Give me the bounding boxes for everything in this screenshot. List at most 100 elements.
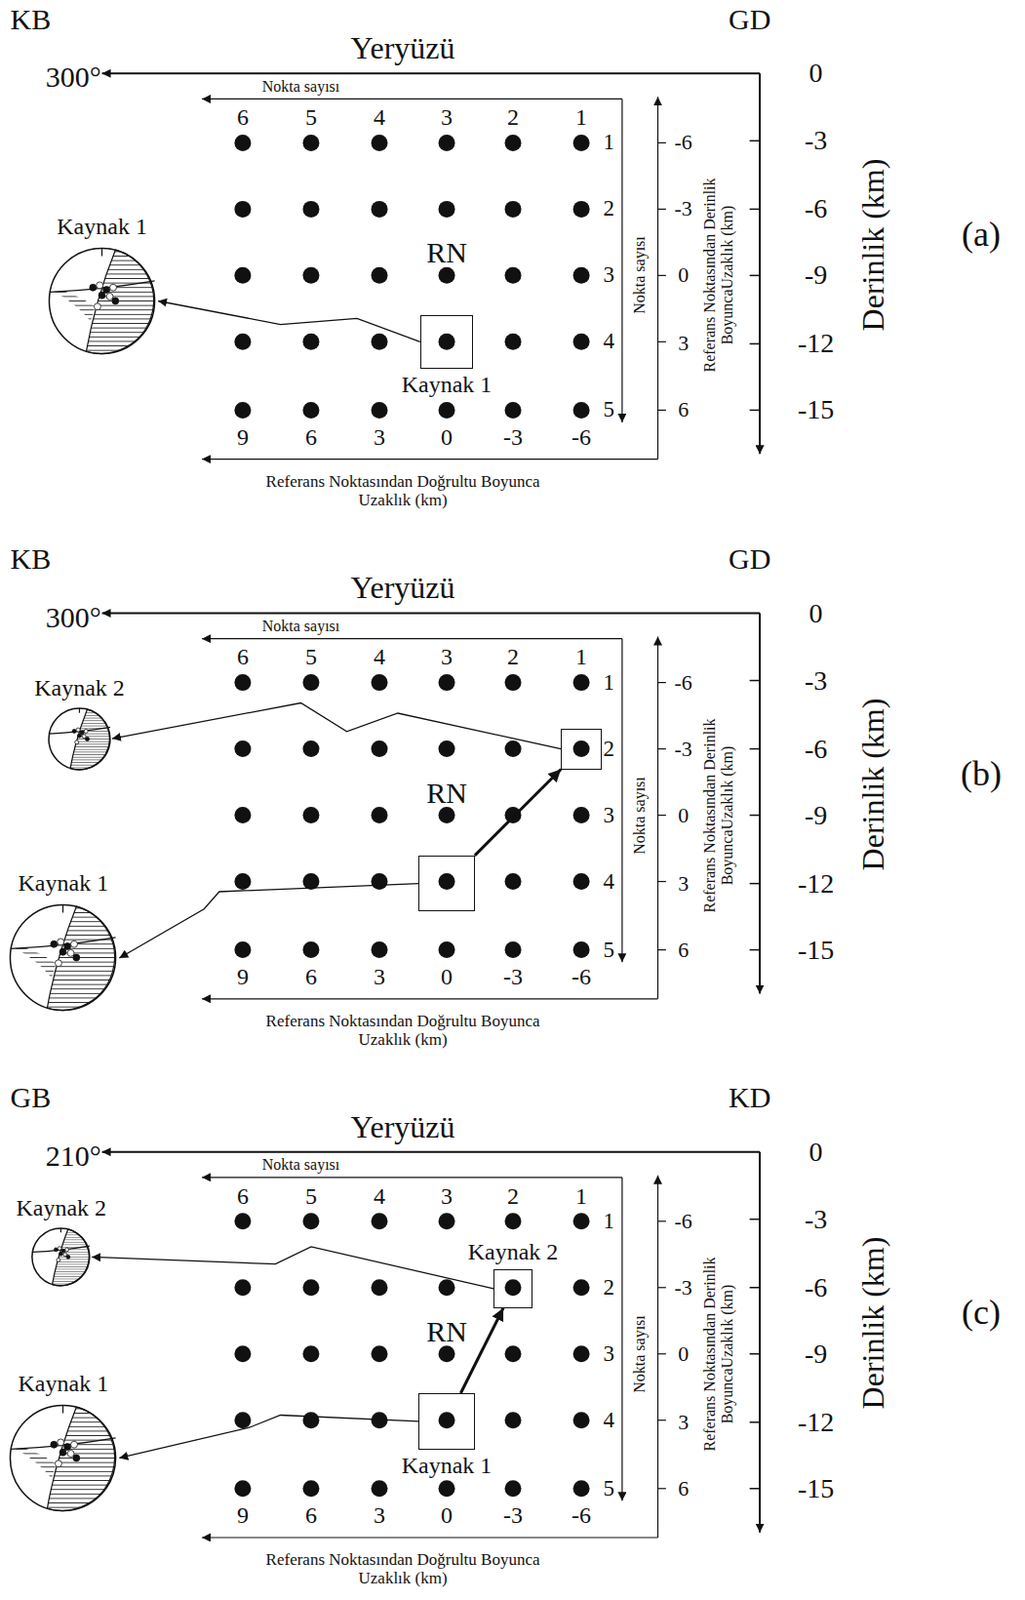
axis-label: -6 <box>673 1209 692 1233</box>
station-polarity <box>54 1247 59 1252</box>
axis-tick <box>749 1218 760 1221</box>
axis-tick <box>658 1487 667 1489</box>
axis-label: 9 <box>236 1501 249 1528</box>
source-box: Kaynak 1 <box>420 315 474 368</box>
nodal-plane <box>10 1437 117 1450</box>
grid-point <box>302 333 319 351</box>
grid-point <box>573 1344 591 1362</box>
axis-label: Yeryüzü <box>351 571 456 606</box>
axis-label: -9 <box>804 260 828 291</box>
station-polarity <box>67 949 75 957</box>
axis-tick <box>658 409 667 411</box>
connector <box>474 769 561 856</box>
axis-tick <box>749 343 760 346</box>
grid-point <box>302 1278 319 1296</box>
depth-axis <box>758 1151 761 1533</box>
axis-label: 3 <box>373 963 386 989</box>
beachball-outline <box>48 247 155 354</box>
axis-tick <box>658 275 667 276</box>
station-polarity <box>64 1442 72 1450</box>
grid-point <box>438 267 456 284</box>
grid-point <box>438 1479 456 1497</box>
compression-quadrant <box>10 1444 57 1479</box>
axis-tick <box>749 1286 760 1289</box>
grid-point <box>573 333 591 351</box>
axis-label: -3 <box>673 1275 692 1300</box>
source-box <box>560 728 602 770</box>
axis-label: 300° <box>45 60 102 93</box>
axis-tick <box>749 1487 760 1490</box>
axis-tick <box>749 208 760 211</box>
grid-point <box>438 1344 456 1362</box>
grid-point <box>371 401 389 419</box>
station-polarity <box>55 1459 63 1467</box>
axis-tick <box>658 1286 667 1288</box>
beachball <box>6 901 119 1014</box>
grid-point <box>302 267 319 284</box>
axis-label: 3 <box>440 1182 453 1208</box>
focal-mechanism: Kaynak 1 <box>6 1401 119 1514</box>
grid-point <box>505 941 522 958</box>
axis-tick <box>658 1419 667 1420</box>
station-polarity <box>59 1251 64 1256</box>
focal-mechanism: Kaynak 1 <box>6 901 119 1014</box>
axis-label: 2 <box>507 104 519 130</box>
axis-label: 3 <box>440 104 453 130</box>
grid-point <box>234 806 251 824</box>
source-label: Kaynak 1 <box>401 371 493 397</box>
focal-mechanism: Kaynak 1 <box>45 244 158 357</box>
axis-label: 1 <box>603 670 616 695</box>
axis-label: GD <box>728 1 771 35</box>
axis-label: -3 <box>673 737 692 761</box>
axis-label: -9 <box>804 799 828 830</box>
axis-label: 4 <box>373 1182 386 1208</box>
north-tick <box>62 1404 64 1413</box>
grid-point <box>505 1411 522 1428</box>
reference-strike-axis <box>201 1536 658 1538</box>
station-polarity <box>57 938 65 946</box>
axis-tick <box>749 140 760 143</box>
nodal-plane <box>49 280 156 293</box>
station-polarity <box>55 959 63 967</box>
axis-label: -3 <box>804 125 828 157</box>
grid-point <box>505 134 522 152</box>
grid-point <box>505 401 522 419</box>
axis-label: 6 <box>677 397 689 422</box>
axis-label: -6 <box>571 1501 592 1528</box>
axis-tick <box>749 679 760 682</box>
beachball <box>46 706 113 772</box>
axis-label: 5 <box>305 1182 317 1208</box>
axis-label: Derinlik (km) <box>857 698 892 871</box>
grid-point <box>573 1278 591 1296</box>
axis-tick <box>658 681 667 683</box>
point-count-axis <box>621 638 623 963</box>
axis-label: 4 <box>603 1407 616 1432</box>
station-polarity <box>64 943 72 950</box>
grid-point <box>234 1411 251 1428</box>
axis-label: Derinlik (km) <box>857 1236 892 1410</box>
grid-point <box>438 333 456 351</box>
axis-label: 0 <box>440 423 453 449</box>
compression-quadrant <box>70 709 110 770</box>
grid-point <box>371 673 389 691</box>
axis-label: 4 <box>373 104 386 130</box>
grid-point <box>302 1479 319 1497</box>
axis-label: -6 <box>571 963 592 989</box>
source-label: Kaynak 2 <box>34 673 125 700</box>
grid-point <box>234 267 251 284</box>
grid-point <box>573 872 591 890</box>
axis-label: 9 <box>236 963 249 989</box>
nodal-plane <box>10 937 117 949</box>
axis-label: -12 <box>797 1406 834 1437</box>
axis-label: 6 <box>236 643 249 670</box>
nodal-plane <box>48 726 111 734</box>
station-polarity <box>57 1438 65 1446</box>
axis-label: -12 <box>797 328 834 359</box>
grid-point <box>371 941 389 958</box>
grid-point <box>438 673 456 691</box>
beachball <box>6 1401 119 1514</box>
axis-label: 3 <box>677 1410 689 1434</box>
grid-point <box>234 1278 251 1296</box>
north-tick <box>60 1227 62 1232</box>
station-polarity <box>78 733 82 738</box>
